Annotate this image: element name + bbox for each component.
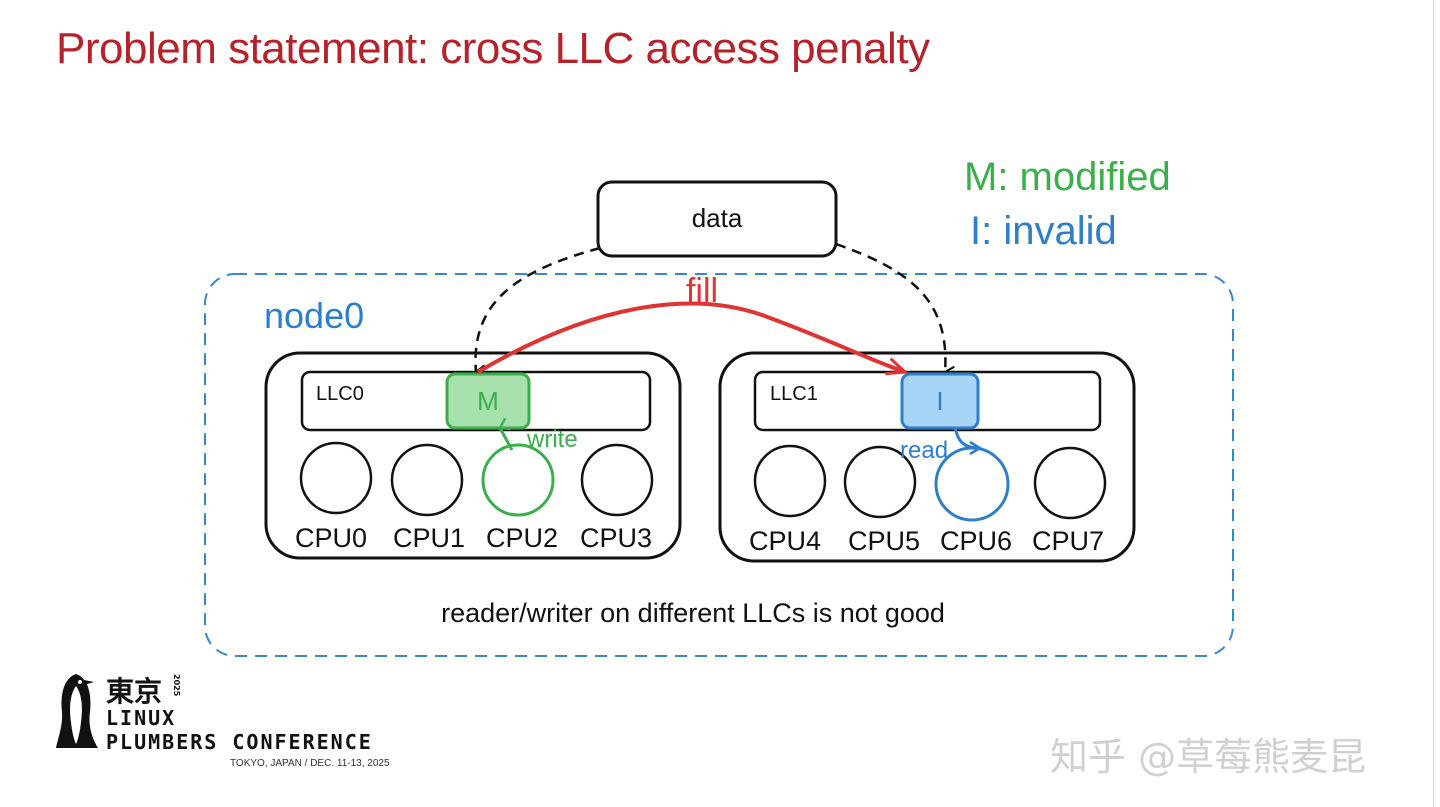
logo-kanji: 東京 [106, 675, 163, 708]
llc0-cache-bar [300, 370, 652, 432]
watermark: 知乎 @草莓熊麦昆 [1050, 735, 1367, 779]
cpu1-label: CPU1 [393, 523, 465, 553]
fill-arrow [476, 301, 909, 376]
cpu0-label: CPU0 [295, 523, 367, 553]
cpu2-circle [481, 443, 555, 517]
llc0-line-state: M [477, 386, 499, 416]
llc0-group [264, 351, 682, 560]
legend-invalid: I: invalid [970, 209, 1117, 253]
llc1-cache-bar [753, 370, 1102, 432]
logo-linux: LINUX [106, 706, 177, 730]
cpu7-circle [1033, 446, 1107, 520]
slide-title: Problem statement: cross LLC access pena… [56, 24, 930, 73]
logo-plumbers-conference: PLUMBERS CONFERENCE [106, 730, 373, 754]
penguin-icon [56, 674, 98, 748]
llc0-line-modified [445, 372, 531, 430]
fill-label: fill [686, 272, 718, 310]
legend-modified: M: modified [964, 155, 1171, 199]
cpu3-label: CPU3 [580, 523, 652, 553]
logo-venue: TOKYO, JAPAN / DEC. 11-13, 2025 [230, 758, 390, 769]
llc0-label: LLC0 [316, 383, 364, 405]
data-box-label: data [692, 203, 743, 233]
read-arrow [953, 427, 983, 456]
cpu4-circle [753, 444, 827, 518]
llc1-line-state: I [936, 386, 943, 416]
cpu2-label: CPU2 [486, 523, 558, 553]
cpu3-circle [580, 443, 654, 517]
conference-logo: 東京 2025 LINUX PLUMBERS CONFERENCE TOKYO,… [54, 670, 454, 780]
read-label: read [900, 437, 948, 464]
logo-year: 2025 [172, 674, 181, 697]
write-arrow [498, 417, 514, 451]
cpu5-circle [843, 445, 917, 519]
llc1-line-invalid [900, 372, 980, 430]
cpu4-label: CPU4 [749, 526, 821, 556]
diagram-caption: reader/writer on different LLCs is not g… [441, 598, 945, 628]
data-to-llc1-arrow [835, 242, 955, 380]
llc1-group [718, 351, 1136, 563]
node0-boundary [204, 273, 1234, 657]
cpu6-label: CPU6 [940, 526, 1012, 556]
data-to-llc0-arrow [474, 246, 601, 379]
slide-edge [1433, 0, 1434, 807]
cpu0-circle [299, 441, 373, 515]
cpu5-label: CPU5 [848, 526, 920, 556]
write-label: write [526, 426, 578, 453]
cpu7-label: CPU7 [1032, 526, 1104, 556]
llc1-label: LLC1 [770, 383, 818, 405]
cpu1-circle [390, 443, 464, 517]
node0-label: node0 [264, 295, 364, 336]
data-box [596, 180, 838, 258]
